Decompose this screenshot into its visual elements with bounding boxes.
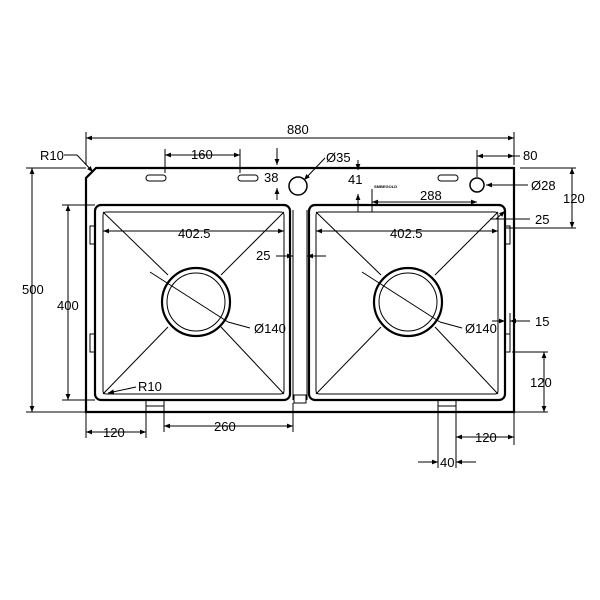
dim-bowl-width-right: 402.5 xyxy=(316,226,498,241)
dim-waste-dia-right: Ø140 xyxy=(361,271,497,336)
dim-bottom-left-offset: 120 xyxy=(85,406,147,440)
dim-bowl-width-left-label: 402.5 xyxy=(178,226,211,241)
dim-bottom-right-width: 40 xyxy=(418,406,476,470)
side-clips xyxy=(89,225,511,353)
dim-bottom-span-label: 260 xyxy=(214,419,236,434)
dim-tap-spacing-label: 160 xyxy=(191,147,213,162)
dim-drain-hole-dia-label: Ø35 xyxy=(326,150,351,165)
micro-label: SMBEGOLD xyxy=(374,184,397,189)
dim-overall-height-label: 500 xyxy=(22,282,44,297)
dim-tap-offset: 38 xyxy=(264,148,280,200)
dim-corner-radius-top-label: R10 xyxy=(40,148,64,163)
dim-bottom-right-offset: 120 xyxy=(455,406,515,445)
right-bowl xyxy=(307,203,507,402)
tap-slots xyxy=(145,174,459,182)
dim-waste-dia-left-label: Ø140 xyxy=(254,321,286,336)
dim-right-edge-offset-label: 80 xyxy=(523,148,537,163)
bowl-divider xyxy=(292,210,308,404)
overflow-hole-right xyxy=(469,177,485,193)
sink-outer-outline xyxy=(84,166,516,414)
dim-overall-height: 500 xyxy=(22,167,86,413)
dim-right-hole-dia-label: Ø28 xyxy=(531,178,556,193)
dim-bottom-left-offset-label: 120 xyxy=(103,425,125,440)
dim-bottom-span: 260 xyxy=(163,403,294,434)
dim-right-edge-offset: 80 xyxy=(476,148,537,177)
dim-bowl-height-label: 400 xyxy=(57,298,79,313)
dim-overall-width: 880 xyxy=(85,122,515,165)
dim-right-hole-height: 120 xyxy=(506,167,585,229)
overflow-hole-left xyxy=(288,176,308,196)
left-bowl xyxy=(93,203,292,402)
dim-clip-height-label: 120 xyxy=(530,375,552,390)
dim-drain-hole-offset: 41 xyxy=(348,160,362,212)
dim-right-hole-distance: 288 xyxy=(371,188,477,212)
dim-corner-radius-bowl: R10 xyxy=(107,379,162,395)
dim-right-hole-distance-label: 288 xyxy=(420,188,442,203)
dim-bowl-height: 400 xyxy=(57,204,95,401)
dim-bowl-width-left: 402.5 xyxy=(103,226,284,241)
dim-bottom-right-offset-label: 120 xyxy=(475,430,497,445)
dim-clip-height: 120 xyxy=(512,351,552,413)
bottom-clips xyxy=(145,399,457,407)
dim-bowl-edge-right-label: 25 xyxy=(535,212,549,227)
dim-clip-width: 15 xyxy=(492,313,549,334)
dim-bowl-width-right-label: 402.5 xyxy=(390,226,423,241)
dim-corner-radius-bowl-label: R10 xyxy=(138,379,162,394)
dim-waste-dia-left: Ø140 xyxy=(149,271,286,336)
dim-right-hole-height-label: 120 xyxy=(563,191,585,206)
dim-bowl-edge-right: 25 xyxy=(490,210,549,227)
dim-divider-width-label: 25 xyxy=(256,248,270,263)
dim-tap-spacing: 160 xyxy=(164,147,241,173)
dim-tap-offset-label: 38 xyxy=(264,170,278,185)
dim-divider-width: 25 xyxy=(256,248,326,263)
dim-right-hole-dia: Ø28 xyxy=(486,178,556,193)
dim-drain-hole-offset-label: 41 xyxy=(348,172,362,187)
dim-drain-hole-dia: Ø35 xyxy=(303,150,351,181)
dim-clip-width-label: 15 xyxy=(535,314,549,329)
dim-overall-width-label: 880 xyxy=(287,122,309,137)
dim-corner-radius-top: R10 xyxy=(40,148,94,173)
dim-waste-dia-right-label: Ø140 xyxy=(465,321,497,336)
dim-bottom-right-width-label: 40 xyxy=(440,455,454,470)
